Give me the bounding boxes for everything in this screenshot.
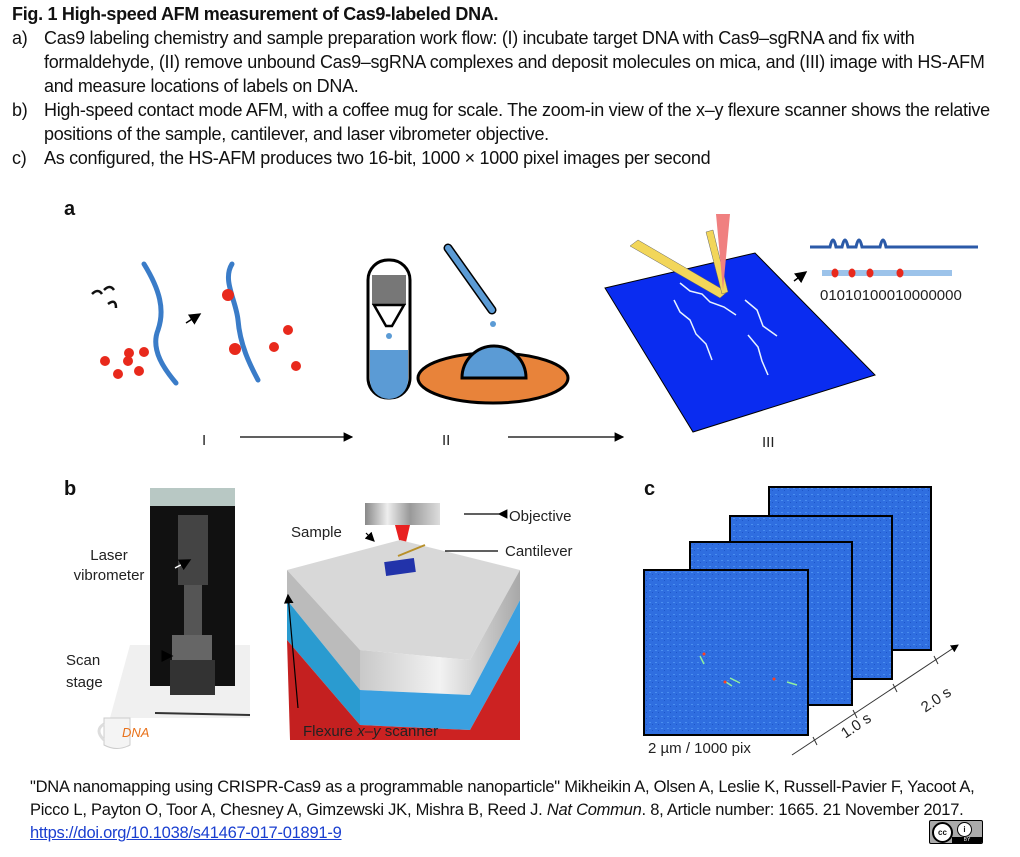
bound-cas9-icon [222, 289, 301, 371]
arrow-icon [185, 313, 202, 325]
scale-label: 2 µm / 1000 pix [648, 740, 751, 757]
afm-frame [643, 569, 809, 736]
panel-letter-a: a [64, 198, 76, 220]
by-label: BY [952, 837, 982, 843]
sample-pointer [364, 531, 375, 542]
reference-authors: "DNA nanomapping using CRISPR-Cas9 as a … [30, 778, 975, 819]
flexure-scanner-label: Flexure x–y scanner [303, 723, 438, 740]
step-label-three: III [762, 434, 775, 451]
caption-item-label: c) [12, 148, 27, 168]
caption-item-text: Cas9 labeling chemistry and sample prepa… [44, 28, 985, 96]
laser-beam-icon [716, 214, 730, 290]
cc-by-license-badge: cc i BY [929, 820, 983, 844]
laser-vibrometer-label: Laser vibrometer [73, 547, 145, 584]
caption-item-c: c) As configured, the HS-AFM produces tw… [12, 146, 1012, 170]
cas9-particles-icon [100, 347, 149, 379]
afm-image-stack [643, 486, 959, 756]
mica-surface-icon [604, 252, 876, 433]
step-three-graphic [604, 214, 978, 433]
step-label-two: II [442, 432, 451, 449]
reference-citation: "DNA nanomapping using CRISPR-Cas9 as a … [30, 776, 1005, 845]
mug-icon [103, 717, 131, 749]
step-one-graphic [91, 261, 301, 386]
flexure-xy: x–y [357, 723, 381, 740]
caption-title: Fig. 1 High-speed AFM measurement of Cas… [12, 4, 499, 24]
pipette-icon [445, 245, 495, 313]
flexure-prefix: Flexure [303, 723, 358, 740]
sgrna-icon [91, 285, 118, 309]
panel-letter-c: c [644, 478, 656, 500]
caption-item-label: a) [12, 28, 28, 48]
caption-item-text: High-speed contact mode AFM, with a coff… [44, 100, 990, 144]
height-trace-icon [810, 238, 978, 249]
caption-item-label: b) [12, 100, 28, 120]
flexure-pointer [283, 593, 299, 709]
step-two-graphic [366, 243, 570, 405]
scan-stage-label: Scan stage [66, 652, 103, 691]
droplet-icon [460, 344, 528, 380]
person-icon: i [957, 822, 972, 837]
caption-item-b: b) High-speed contact mode AFM, with a c… [12, 98, 1012, 146]
cantilever-label: Cantilever [505, 543, 573, 560]
flexure-suffix: scanner [380, 723, 439, 740]
labeled-dna-strand-icon [225, 261, 261, 383]
panel-letter-b: b [64, 478, 77, 500]
barcode-label: 01010100010000000 [820, 287, 962, 304]
sample-label: Sample [291, 524, 342, 541]
reference-journal: Nat Commun [546, 801, 642, 819]
time-axis [791, 644, 959, 756]
afm-instrument-graphic [97, 488, 251, 749]
step-label-one: I [202, 432, 207, 449]
mug-text: DNA [122, 725, 150, 740]
objective-icon [365, 503, 440, 525]
figure-caption: Fig. 1 High-speed AFM measurement of Cas… [12, 2, 1012, 170]
dna-strand-icon [141, 261, 179, 386]
cc-icon: cc [932, 822, 953, 843]
flexure-scanner-graphic [287, 503, 520, 740]
caption-item-a: a) Cas9 labeling chemistry and sample pr… [12, 26, 1012, 98]
caption-item-text: As configured, the HS-AFM produces two 1… [44, 148, 711, 168]
reference-details: . 8, Article number: 1665. 21 November 2… [641, 801, 964, 819]
objective-label: Objective [509, 508, 572, 525]
doi-link[interactable]: https://doi.org/10.1038/s41467-017-01891… [30, 824, 342, 842]
